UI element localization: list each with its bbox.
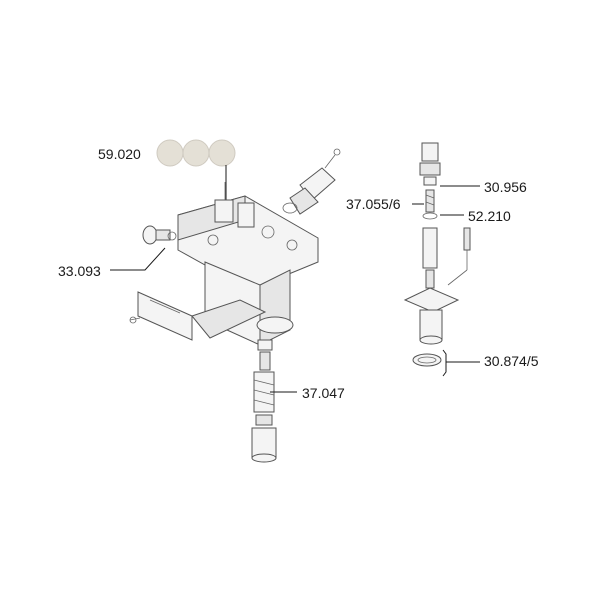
ring-30874[interactable] — [412, 353, 442, 367]
label-30874: 30.874/5 — [484, 353, 539, 369]
screw-33093[interactable] — [142, 225, 177, 245]
label-52210: 52.210 — [468, 208, 511, 224]
valve-assembly — [282, 148, 341, 215]
leader-33093 — [110, 247, 166, 271]
label-37047: 37.047 — [302, 385, 345, 401]
bracket-plate — [129, 291, 267, 341]
label-33093: 33.093 — [58, 263, 101, 279]
label-30956: 30.956 — [484, 179, 527, 195]
leader-30874 — [442, 349, 480, 377]
element-assembly-right — [403, 142, 471, 345]
plunger-37047[interactable] — [251, 339, 277, 463]
label-37055: 37.055/6 — [346, 196, 401, 212]
label-59020: 59.020 — [98, 146, 141, 162]
caps-59020[interactable] — [156, 139, 236, 167]
pump-body — [177, 182, 319, 346]
